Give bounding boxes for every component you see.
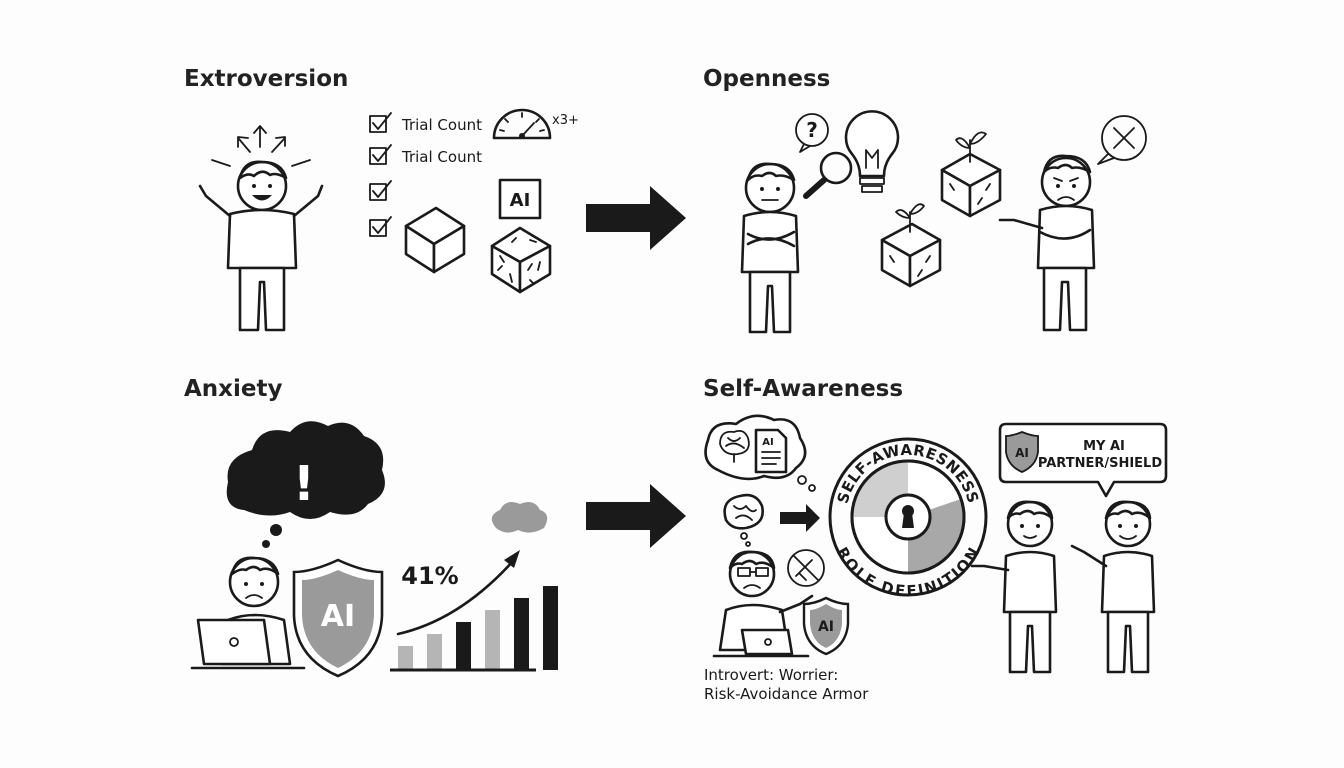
extroversion-title: Extroversion [184,66,349,92]
cracked-cube-icon [490,226,552,294]
speech-line-1: MY AI [1083,439,1125,454]
openness-title: Openness [703,66,831,92]
checklist-item-1: Trial Count [401,116,482,134]
thought-cloud-brain-doc: AI [704,414,816,492]
question-mark: ? [806,118,818,142]
skeptical-person-figure [740,162,800,334]
ai-shield-icon: AI [292,558,384,678]
trial-checklist: Trial Count Trial Count [369,112,482,237]
caption: Introvert: Worrier: Risk-Avoidance Armor [704,666,869,703]
small-shield-label: AI [818,619,834,635]
speedometer-icon: x3+ [492,108,579,140]
percent-annotation: 41% [401,562,458,590]
ai-badge-label: AI [510,190,531,211]
shield-label: AI [321,599,355,634]
transition-arrow-bottom [586,484,686,548]
speech-line-2: PARTNER/SHIELD [1038,456,1162,471]
worry-cloud-icon: ! [226,421,385,548]
worried-person-laptop-figure [190,556,306,670]
caption-line-2: Risk-Avoidance Armor [704,685,869,703]
sprouting-cube-right-icon [940,131,1002,218]
exclamation-mark: ! [293,456,315,512]
keyhole-icon [884,493,932,541]
ai-badge: AI [498,178,542,220]
transition-arrow-top [586,186,686,250]
speech-ai-badge: AI [1015,446,1029,460]
small-brain-bubble-icon [723,493,764,547]
plain-cube-icon [404,206,466,274]
pointing-person-right-figure [1070,500,1156,674]
pointing-person-left-figure [970,500,1058,674]
excited-person-figure [198,125,324,332]
sprouting-cube-left-icon [880,203,942,288]
introvert-worrier-figure [712,550,814,658]
self-awareness-title: Self-Awareness [703,376,904,402]
chart-bar-2 [427,634,442,670]
doc-ai-label: AI [762,437,773,448]
chart-bar-6 [543,586,558,670]
chart-bar-1 [398,646,413,670]
chart-bar-3 [456,622,471,670]
chart-bar-4 [485,610,500,670]
self-awareness-ring: SELF-AWARESNESS ROLE DEFINITION [828,437,988,600]
small-ai-shield-icon: AI [802,596,850,656]
multiplier-label: x3+ [552,113,579,128]
trend-arrowhead [504,550,520,568]
document-icon: AI [754,428,788,474]
question-bubble-icon: ? [795,113,829,153]
chart-bar-5 [514,598,529,670]
brain-icon [719,429,750,463]
checklist-item-2: Trial Count [401,148,482,166]
rejecting-person-figure [998,154,1096,332]
anxiety-title: Anxiety [184,376,283,402]
lightbulb-icon [844,110,900,193]
rejection-x-bubble-icon [1097,115,1147,165]
small-grey-cloud-icon [491,502,548,533]
caption-line-1: Introvert: Worrier: [704,666,838,684]
no-risk-sign-icon [787,549,825,587]
small-right-arrow-icon [780,504,820,532]
growth-bar-chart: 41% [390,550,558,672]
magnifier-icon [803,151,853,199]
speech-bubble: AI MY AI PARTNER/SHIELD [998,422,1168,498]
